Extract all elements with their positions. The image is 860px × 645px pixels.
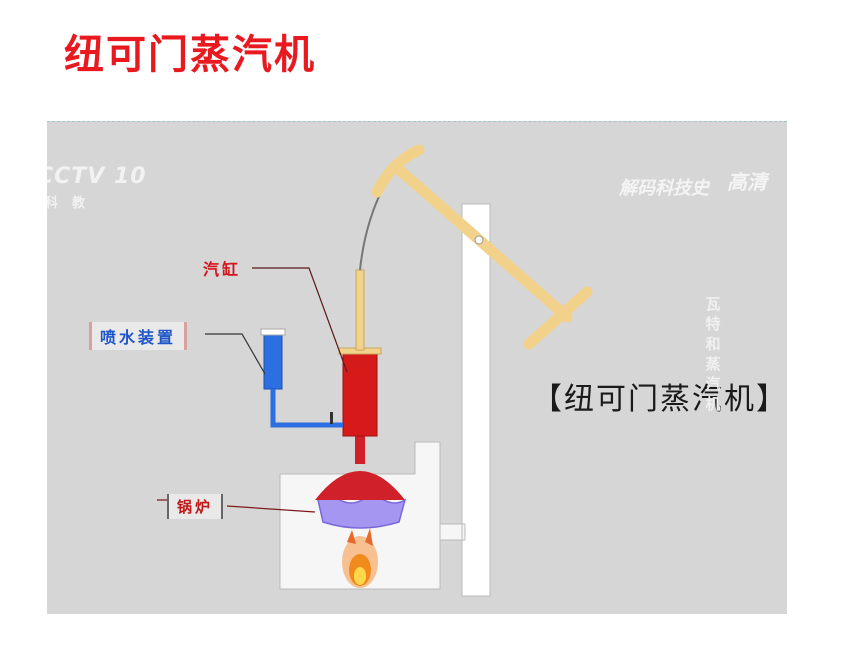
piston-rod bbox=[355, 269, 365, 351]
walking-beam bbox=[371, 144, 593, 350]
spray-tank bbox=[263, 333, 283, 390]
label-cylinder: 汽缸 bbox=[203, 260, 242, 279]
spray-pipe bbox=[270, 389, 343, 428]
engine-name-caption: 【纽可门蒸汽机】 bbox=[532, 382, 787, 417]
hd-badge: 高清 bbox=[727, 170, 767, 194]
pivot-icon bbox=[474, 235, 484, 245]
steam-pipe bbox=[355, 434, 365, 464]
page-title: 纽可门蒸汽机 bbox=[64, 32, 316, 78]
boiler-dome bbox=[315, 471, 405, 500]
side-caption: 瓦特和蒸汽机 bbox=[705, 295, 721, 413]
label-boiler: 锅炉 bbox=[167, 494, 224, 519]
furnace-connector bbox=[439, 523, 463, 541]
spray-tank-cap bbox=[260, 328, 286, 336]
spray-valve bbox=[330, 412, 333, 424]
cylinder bbox=[342, 353, 378, 437]
cylinder-leader-line bbox=[252, 267, 348, 373]
spray-leader-line bbox=[205, 333, 266, 375]
support-pillar bbox=[461, 203, 491, 597]
chain bbox=[359, 183, 386, 271]
channel-logo: CCTV 10 bbox=[47, 164, 147, 189]
label-spray-device: 喷水装置 bbox=[89, 322, 188, 350]
flame-icon bbox=[342, 528, 378, 588]
channel-sub: 科教 bbox=[47, 196, 100, 211]
video-frame: CCTV 10 科教 解码科技史 高清 汽缸 喷水装置 锅炉 【纽可门蒸汽机】 … bbox=[47, 121, 787, 614]
steam-engine-diagram bbox=[157, 144, 593, 597]
show-watermark: 解码科技史 bbox=[619, 178, 709, 199]
